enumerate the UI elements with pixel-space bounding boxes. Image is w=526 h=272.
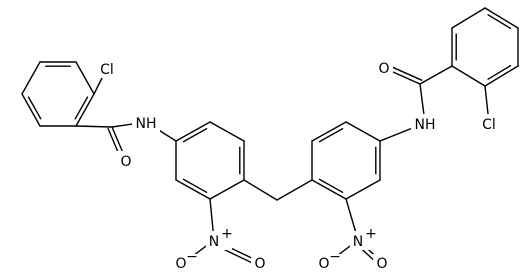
bond-s1-s2-inner: [318, 127, 344, 143]
atom-nitro-oxygen-anion-left-charge: −: [186, 249, 198, 265]
bond-s5-s6: [311, 179, 347, 200]
atom-nitro-oxygen-double-right: O: [373, 254, 391, 272]
atom-chlorine-right: Cl: [476, 114, 502, 133]
atom-nitro-nitrogen-left-symbol: N: [209, 234, 219, 250]
atom-nitro-oxygen-double-left-symbol: O: [254, 256, 265, 272]
bond-r5-r6: [175, 179, 211, 200]
bond-r1-r2: [175, 121, 211, 142]
bond-r2-r3: [209, 121, 245, 142]
atom-carbonyl-oxygen-right-symbol: O: [378, 61, 389, 77]
atom-nitro-oxygen-double-left: O: [251, 254, 269, 272]
bond-a5-a6-inner: [27, 96, 42, 120]
atom-nitro-nitrogen-left-charge: +: [221, 226, 233, 242]
bond-b3-b4: [484, 7, 519, 29]
atom-nitro-oxygen-anion-left-symbol: O: [175, 256, 186, 272]
bond-c2-b1: [419, 65, 453, 85]
atom-carbonyl-oxygen-left: O: [117, 151, 135, 170]
bond-s1-s2: [311, 121, 347, 142]
atom-nitro-oxygen-anion-left: O −: [173, 249, 198, 272]
bond-a3-a4: [75, 93, 95, 127]
atom-nitro-oxygen-anion-right-charge: −: [329, 249, 341, 265]
bond-b5-b6-inner: [487, 64, 512, 80]
bond-s4-s5: [345, 179, 381, 200]
atom-nitro-nitrogen-left: N +: [206, 226, 233, 250]
bond-s5-s6-inner: [318, 178, 344, 194]
bond-r4-ch2: [243, 179, 278, 201]
atom-nitro-nitrogen-right: N +: [350, 226, 377, 250]
bond-lines: [21, 7, 519, 267]
atom-amide-nitrogen-left-symbol: NH: [136, 116, 157, 132]
atom-labels: Cl O NH N + O − O O NH: [94, 58, 502, 272]
bond-b3-b4-inner: [487, 14, 512, 30]
atom-amide-nitrogen-right-symbol: NH: [415, 117, 436, 133]
bond-a4-c1: [75, 125, 113, 128]
bond-a6-a1: [21, 61, 41, 95]
atom-nitro-oxygen-anion-right-symbol: O: [318, 256, 329, 272]
bond-r1-r2-inner: [182, 127, 208, 143]
bond-b5-b6: [484, 65, 519, 87]
bond-b2-b3: [451, 7, 486, 29]
atom-carbonyl-oxygen-left-symbol: O: [120, 154, 131, 170]
atom-carbonyl-oxygen-right: O: [375, 58, 393, 77]
bond-r4-r5: [209, 179, 245, 200]
atom-amide-nitrogen-left: NH: [132, 113, 160, 132]
atom-chlorine-right-symbol: Cl: [482, 117, 496, 133]
bond-s2-s3: [345, 121, 381, 142]
bond-a5-a6: [21, 93, 41, 127]
bond-b6-b1: [451, 65, 486, 87]
bond-r5-r6-inner: [182, 178, 208, 194]
atom-chlorine-left: Cl: [94, 59, 120, 78]
atom-chlorine-left-symbol: Cl: [100, 62, 114, 78]
atom-nitro-nitrogen-right-charge: +: [365, 226, 377, 242]
atom-nitro-oxygen-anion-right: O −: [316, 249, 341, 272]
bond-a2-a3: [75, 61, 95, 95]
atom-nitro-nitrogen-right-symbol: N: [353, 234, 363, 250]
bond-ch2-s6: [276, 179, 313, 201]
bond-a3-a4-inner: [74, 96, 89, 120]
atom-amide-nitrogen-right: NH: [411, 114, 439, 133]
atom-nitro-oxygen-double-right-symbol: O: [376, 256, 387, 272]
